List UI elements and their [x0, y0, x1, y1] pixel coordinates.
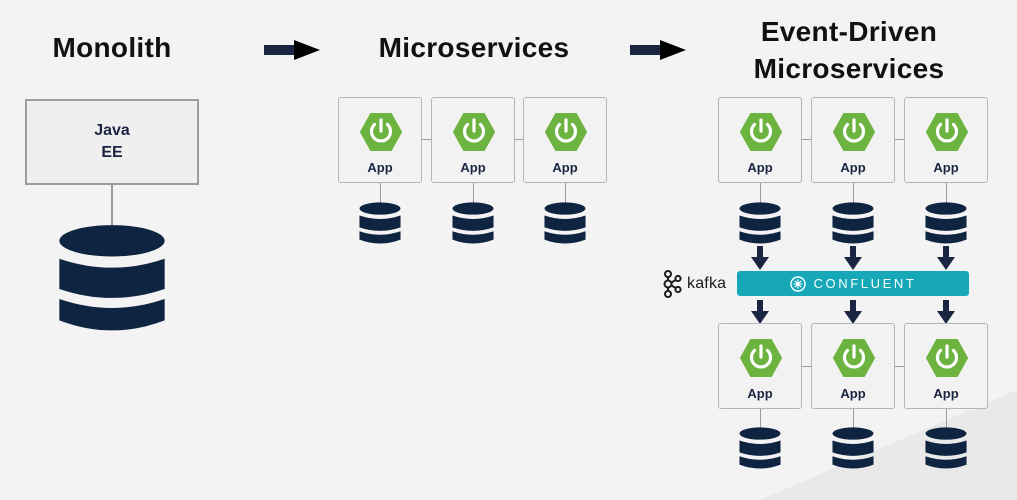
- arrow-right-icon: [630, 40, 686, 60]
- connector-line: [895, 366, 904, 367]
- app-label: App: [552, 160, 578, 175]
- arrow-down-icon: [844, 300, 862, 324]
- spring-power-icon: [453, 113, 495, 151]
- database-icon: [832, 202, 874, 244]
- arrow-down-icon: [937, 246, 955, 270]
- title-event-driven-line1: Event-Driven: [760, 16, 938, 47]
- database-icon: [925, 202, 967, 244]
- monolith-box-line1: Java: [94, 122, 130, 139]
- app-service-box: App: [811, 323, 895, 409]
- app-label: App: [933, 386, 959, 401]
- connector-line: [565, 183, 566, 203]
- database-icon: [832, 427, 874, 469]
- confluent-logo-icon: [789, 275, 806, 292]
- database-icon: [359, 202, 401, 244]
- database-icon: [59, 225, 165, 331]
- spring-power-icon: [545, 113, 587, 151]
- connector-line: [853, 183, 854, 203]
- spring-power-icon: [833, 339, 875, 377]
- title-microservices: Microservices: [352, 30, 596, 66]
- title-monolith: Monolith: [30, 30, 194, 66]
- app-label: App: [747, 386, 773, 401]
- database-icon: [739, 427, 781, 469]
- app-service-box: App: [523, 97, 607, 183]
- monolith-box-line2: EE: [101, 144, 123, 161]
- database-icon: [925, 427, 967, 469]
- title-event-driven-line2: Microservices: [753, 53, 945, 84]
- arrow-down-icon: [751, 300, 769, 324]
- app-service-box: App: [338, 97, 422, 183]
- connector-line: [946, 183, 947, 203]
- app-service-box: App: [718, 97, 802, 183]
- title-event-driven: Event-Driven Microservices: [722, 13, 976, 87]
- connector-line: [473, 183, 474, 203]
- arrow-right-icon: [264, 40, 320, 60]
- app-service-box: App: [904, 323, 988, 409]
- spring-power-icon: [360, 113, 402, 151]
- connector-line: [760, 183, 761, 203]
- arrow-down-icon: [937, 300, 955, 324]
- connector-line: [802, 366, 811, 367]
- kafka-logo-icon: [663, 270, 682, 298]
- kafka-logo: kafka: [662, 269, 726, 299]
- arrow-down-icon: [844, 246, 862, 270]
- app-service-box: App: [718, 323, 802, 409]
- kafka-label: kafka: [687, 275, 727, 292]
- spring-power-icon: [740, 113, 782, 151]
- app-label: App: [840, 386, 866, 401]
- confluent-label: CONFLUENT: [813, 276, 917, 291]
- connector-line: [515, 139, 524, 140]
- spring-power-icon: [833, 113, 875, 151]
- arrow-down-icon: [751, 246, 769, 270]
- app-label: App: [933, 160, 959, 175]
- app-label: App: [367, 160, 393, 175]
- database-icon: [544, 202, 586, 244]
- app-label: App: [840, 160, 866, 175]
- connector-line: [946, 409, 947, 429]
- connector-line: [853, 409, 854, 429]
- connector-line: [422, 139, 431, 140]
- app-label: App: [747, 160, 773, 175]
- connector-line: [802, 139, 811, 140]
- spring-power-icon: [740, 339, 782, 377]
- spring-power-icon: [926, 113, 968, 151]
- confluent-bar: CONFLUENT: [737, 271, 969, 296]
- connector-line: [760, 409, 761, 429]
- connector-line: [380, 183, 381, 203]
- connector-line: [111, 185, 113, 227]
- database-icon: [739, 202, 781, 244]
- connector-line: [895, 139, 904, 140]
- app-label: App: [460, 160, 486, 175]
- app-service-box: App: [811, 97, 895, 183]
- app-service-box: App: [431, 97, 515, 183]
- spring-power-icon: [926, 339, 968, 377]
- monolith-java-ee-box: Java EE: [25, 99, 199, 185]
- database-icon: [452, 202, 494, 244]
- title-monolith-text: Monolith: [52, 32, 172, 63]
- app-service-box: App: [904, 97, 988, 183]
- title-microservices-text: Microservices: [378, 32, 570, 63]
